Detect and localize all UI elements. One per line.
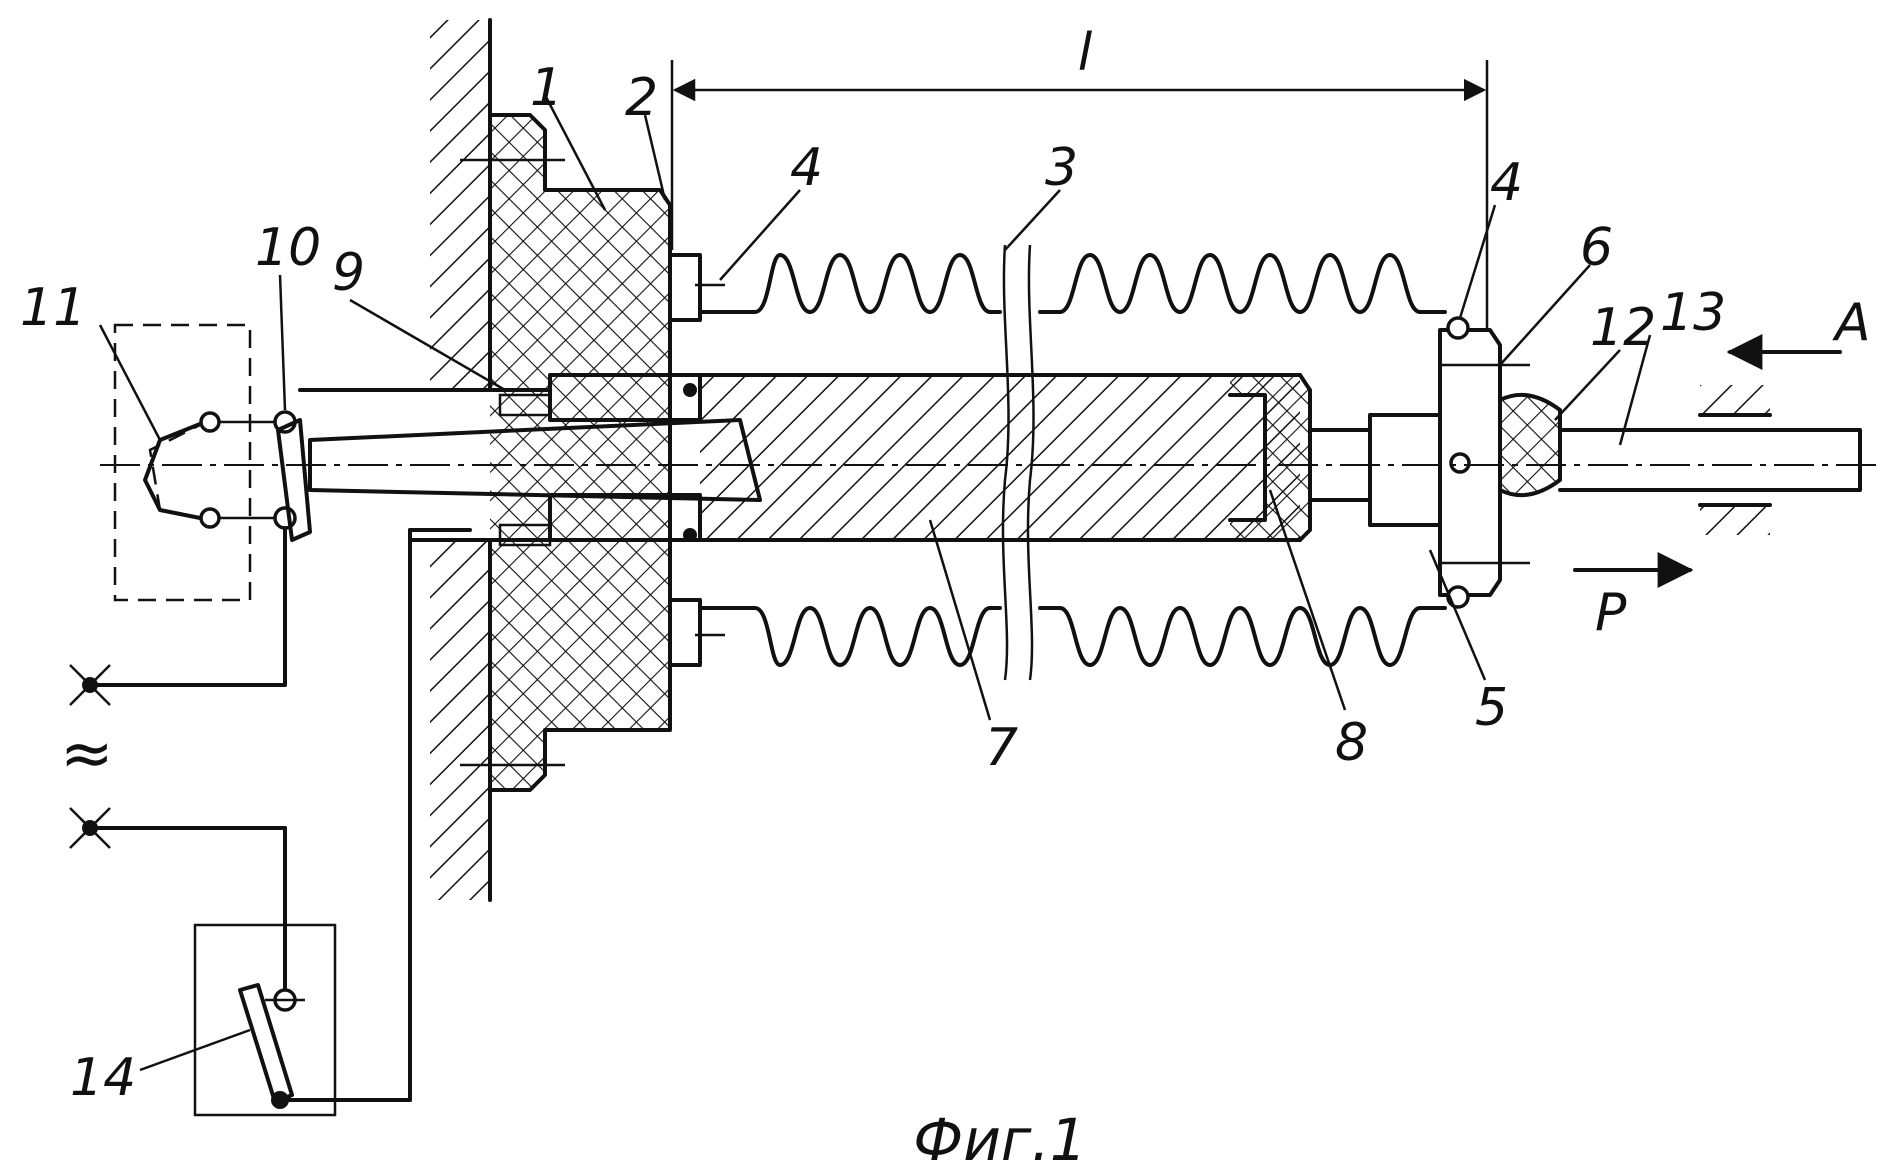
callout-14: 14 xyxy=(70,1048,136,1108)
callout-12: 12 xyxy=(1590,298,1656,358)
end-fitting-5 xyxy=(1310,318,1860,607)
callout-7: 7 xyxy=(985,718,1018,778)
callout-9: 9 xyxy=(332,243,365,303)
view-arrow-a: A xyxy=(1730,293,1871,353)
callout-13: 13 xyxy=(1660,283,1726,343)
callout-2: 2 xyxy=(625,68,658,128)
force-arrow-p: P xyxy=(1575,570,1690,643)
callout-3: 3 xyxy=(1045,138,1078,198)
view-label: A xyxy=(1832,293,1871,353)
callout-numbers: 1 2 3 4 4 5 6 7 8 9 10 11 12 13 14 xyxy=(20,58,1726,1108)
figure-caption: Фиг.1 xyxy=(913,1106,1086,1171)
ac-supply-symbol: ≈ xyxy=(60,717,114,791)
callout-6: 6 xyxy=(1580,218,1613,278)
wall xyxy=(430,20,490,900)
callout-8: 8 xyxy=(1335,713,1368,773)
flange-1 xyxy=(460,115,670,790)
callout-11: 11 xyxy=(20,278,86,338)
switch-box-14 xyxy=(195,925,335,1115)
callout-1: 1 xyxy=(530,58,563,118)
dimension-label: l xyxy=(1078,23,1093,83)
callout-4-left: 4 xyxy=(790,138,823,198)
callout-10: 10 xyxy=(255,218,321,278)
callout-4-right: 4 xyxy=(1490,153,1523,213)
switch-box-11 xyxy=(115,325,310,600)
force-label: P xyxy=(1595,583,1627,643)
callout-5: 5 xyxy=(1475,678,1508,738)
